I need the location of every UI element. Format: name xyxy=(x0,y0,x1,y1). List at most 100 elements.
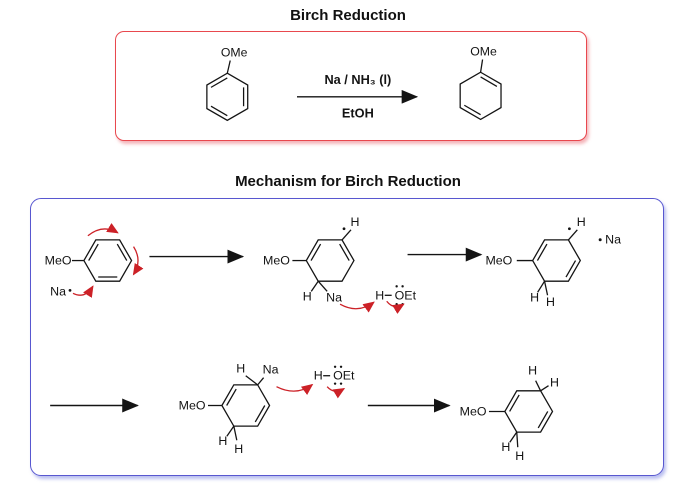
radical-dot xyxy=(567,227,571,231)
c-h-bond xyxy=(226,425,235,437)
reaction-conditions: Na / NH₃ (l) EtOH xyxy=(297,72,419,120)
ethoxide-label: OEt xyxy=(395,288,417,302)
electron-arrow xyxy=(386,300,405,314)
electron-arrow xyxy=(87,223,119,237)
product-ome-label: OMe xyxy=(470,45,497,59)
reactant-anisole: OMe xyxy=(206,46,249,122)
methoxy-label: MeO xyxy=(179,398,206,412)
c-h-bond xyxy=(540,385,549,392)
hydrogen-label: H xyxy=(528,364,537,378)
lone-pair-dot xyxy=(333,382,337,385)
electron-arrow xyxy=(132,246,144,276)
lone-pair-dot xyxy=(395,285,398,288)
hydrogen-label: H xyxy=(303,289,312,303)
c-o-bond xyxy=(226,60,231,74)
ethanol-group: H OEt xyxy=(314,365,355,385)
c-h-bond xyxy=(543,281,549,296)
lone-pair-dot xyxy=(339,365,343,368)
hydrogen-label: H xyxy=(577,215,586,229)
c-h-bond xyxy=(516,432,519,448)
double-bond-inner xyxy=(537,411,549,429)
conditions-bottom-label: EtOH xyxy=(342,105,374,120)
radical-dot xyxy=(68,288,72,292)
electron-arrow xyxy=(326,386,346,399)
c-h-bond xyxy=(341,229,352,241)
c-h-bond xyxy=(509,431,518,443)
double-bond-inner xyxy=(88,243,99,261)
double-bond-inner xyxy=(509,394,520,412)
radical-dot xyxy=(342,227,346,231)
lone-pair-dot xyxy=(333,365,337,368)
scheme-title: Birch Reduction xyxy=(290,7,406,24)
conditions-top-label: Na / NH₃ (l) xyxy=(324,72,391,87)
double-bond-inner xyxy=(210,105,228,117)
c-o-bond xyxy=(479,59,484,73)
lone-pair-dot xyxy=(339,382,343,385)
lone-pair-dot xyxy=(395,303,398,306)
hydrogen-label: H xyxy=(236,362,245,376)
cyclohexadiene-ring xyxy=(459,71,502,121)
methoxy-label: MeO xyxy=(460,404,487,418)
mechanism-drawing: MeO Na MeO H xyxy=(45,215,621,463)
radical-dot xyxy=(598,238,602,242)
hydrogen-label: H xyxy=(530,290,539,304)
ring xyxy=(504,390,554,433)
step3-dienyl-radical: MeO H Na H H xyxy=(485,215,621,309)
scheme-box: OMe Na / NH₃ (l) EtOH OMe xyxy=(115,31,587,141)
hydrogen-label: H xyxy=(546,295,555,309)
ethanol-group: H OEt xyxy=(375,285,417,306)
hydrogen-label: H xyxy=(550,376,559,390)
sodium-label: Na xyxy=(263,363,279,377)
c-h-bond xyxy=(537,280,546,293)
hydrogen-label: H xyxy=(234,442,243,456)
methoxy-label: MeO xyxy=(45,254,72,268)
step5-final-product: MeO H H H H xyxy=(460,364,559,463)
sodium-label: Na xyxy=(50,284,66,298)
electron-arrow xyxy=(339,301,375,313)
double-bond-inner xyxy=(565,260,577,278)
product-methoxydiene: OMe xyxy=(459,45,502,121)
benzene-ring xyxy=(83,239,133,282)
hydrogen-label: H xyxy=(375,288,384,302)
scheme-drawing: OMe Na / NH₃ (l) EtOH OMe xyxy=(206,45,502,122)
double-bond-inner xyxy=(210,77,228,88)
hydrogen-label: H xyxy=(501,440,510,454)
c-h-bond xyxy=(233,426,238,441)
double-bond-inner xyxy=(536,243,548,261)
double-bond-inner xyxy=(226,388,237,406)
double-bond-inner xyxy=(339,243,350,261)
c-h-bond xyxy=(535,380,542,392)
c-h-bond xyxy=(567,229,578,241)
methoxy-label: MeO xyxy=(485,254,512,268)
hydrogen-label: H xyxy=(218,434,227,448)
hydrogen-label: H xyxy=(314,369,323,383)
electron-arrow xyxy=(276,383,314,395)
sodium-label: Na xyxy=(326,290,342,304)
reactant-ome-label: OMe xyxy=(221,46,248,60)
lone-pair-dot xyxy=(401,285,404,288)
c-h-bond xyxy=(245,375,259,386)
double-bond-inner xyxy=(310,243,322,261)
hydrogen-label: H xyxy=(350,215,359,229)
methoxy-label: MeO xyxy=(263,254,290,268)
ring xyxy=(531,239,582,282)
c-na-bond xyxy=(257,377,265,386)
mechanism-title: Mechanism for Birch Reduction xyxy=(235,173,461,190)
ring xyxy=(305,239,355,282)
electron-arrow xyxy=(72,285,94,298)
c-h-bond xyxy=(310,280,319,292)
c-na-bond xyxy=(317,280,328,292)
ring xyxy=(221,384,271,427)
sodium-label: Na xyxy=(605,233,621,247)
double-bond-inner xyxy=(116,243,128,261)
ethoxide-label: OEt xyxy=(333,369,355,383)
hydrogen-label: H xyxy=(515,449,524,463)
double-bond-inner xyxy=(254,405,266,423)
step1-anisole-plus-sodium: MeO Na xyxy=(45,223,144,298)
benzene-ring xyxy=(206,72,249,122)
step2-radical-anion: MeO H H Na H OEt xyxy=(263,215,417,314)
mechanism-box: MeO Na MeO H xyxy=(30,198,664,476)
double-bond-inner xyxy=(480,76,498,87)
double-bond-inner xyxy=(463,104,481,116)
